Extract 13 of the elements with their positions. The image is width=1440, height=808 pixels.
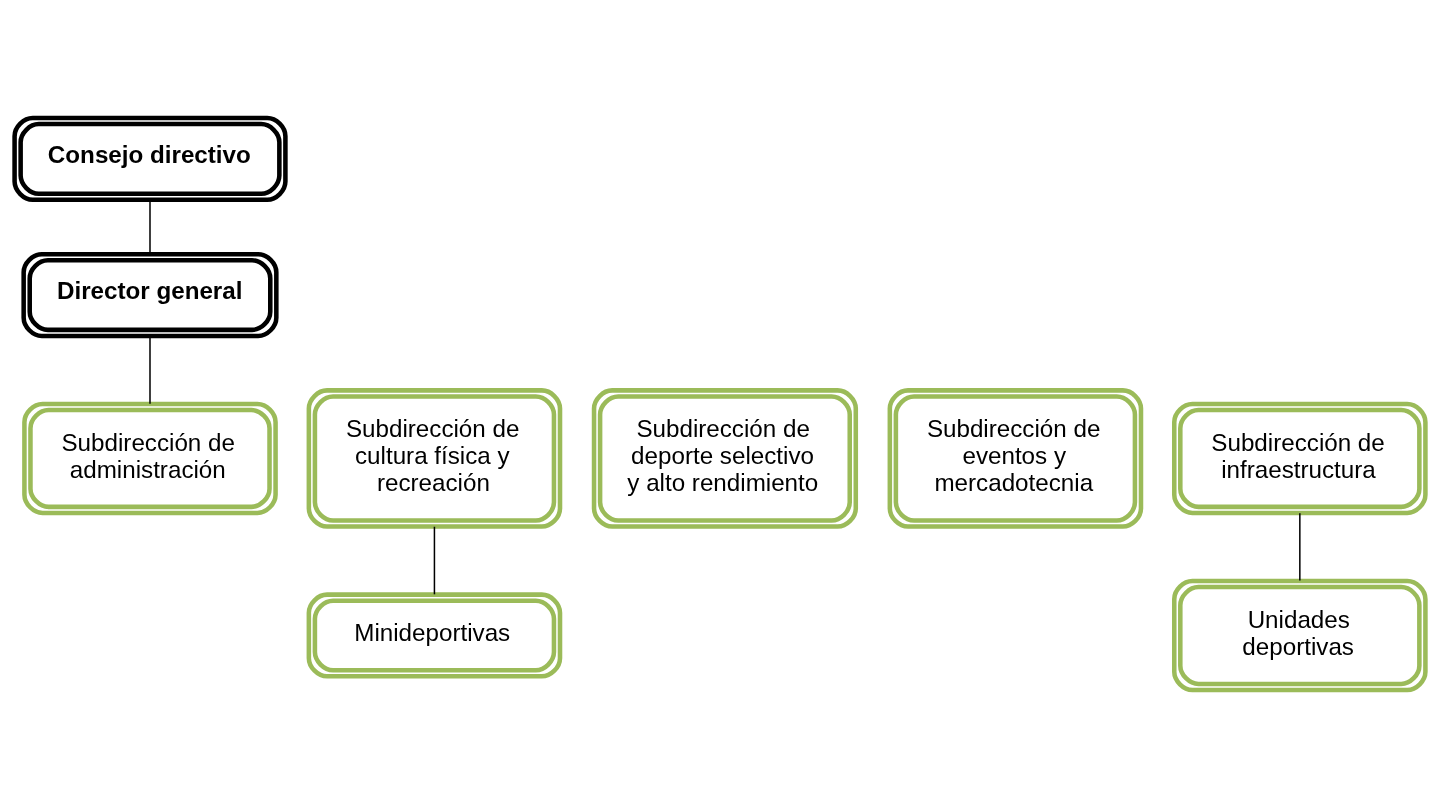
connector — [1299, 512, 1301, 582]
node-box: Unidades deportivas — [1172, 578, 1428, 693]
node-box: Subdirección de infraestructura — [1172, 401, 1428, 516]
connector — [149, 199, 151, 255]
node-box: Consejo directivo — [12, 115, 288, 202]
connector — [433, 526, 436, 596]
node-box: Director general — [21, 251, 279, 339]
node-box: Subdirección de eventos y mercadotecnia — [887, 388, 1144, 529]
node-box: Subdirección de cultura física y recreación — [306, 388, 563, 529]
node-box: Subdirección de deporte selectivo y alto rendimiento — [591, 388, 859, 529]
connector — [149, 335, 151, 405]
node-box: Subdirección de administración — [22, 401, 278, 516]
node-box: Minideportivas — [306, 592, 563, 679]
